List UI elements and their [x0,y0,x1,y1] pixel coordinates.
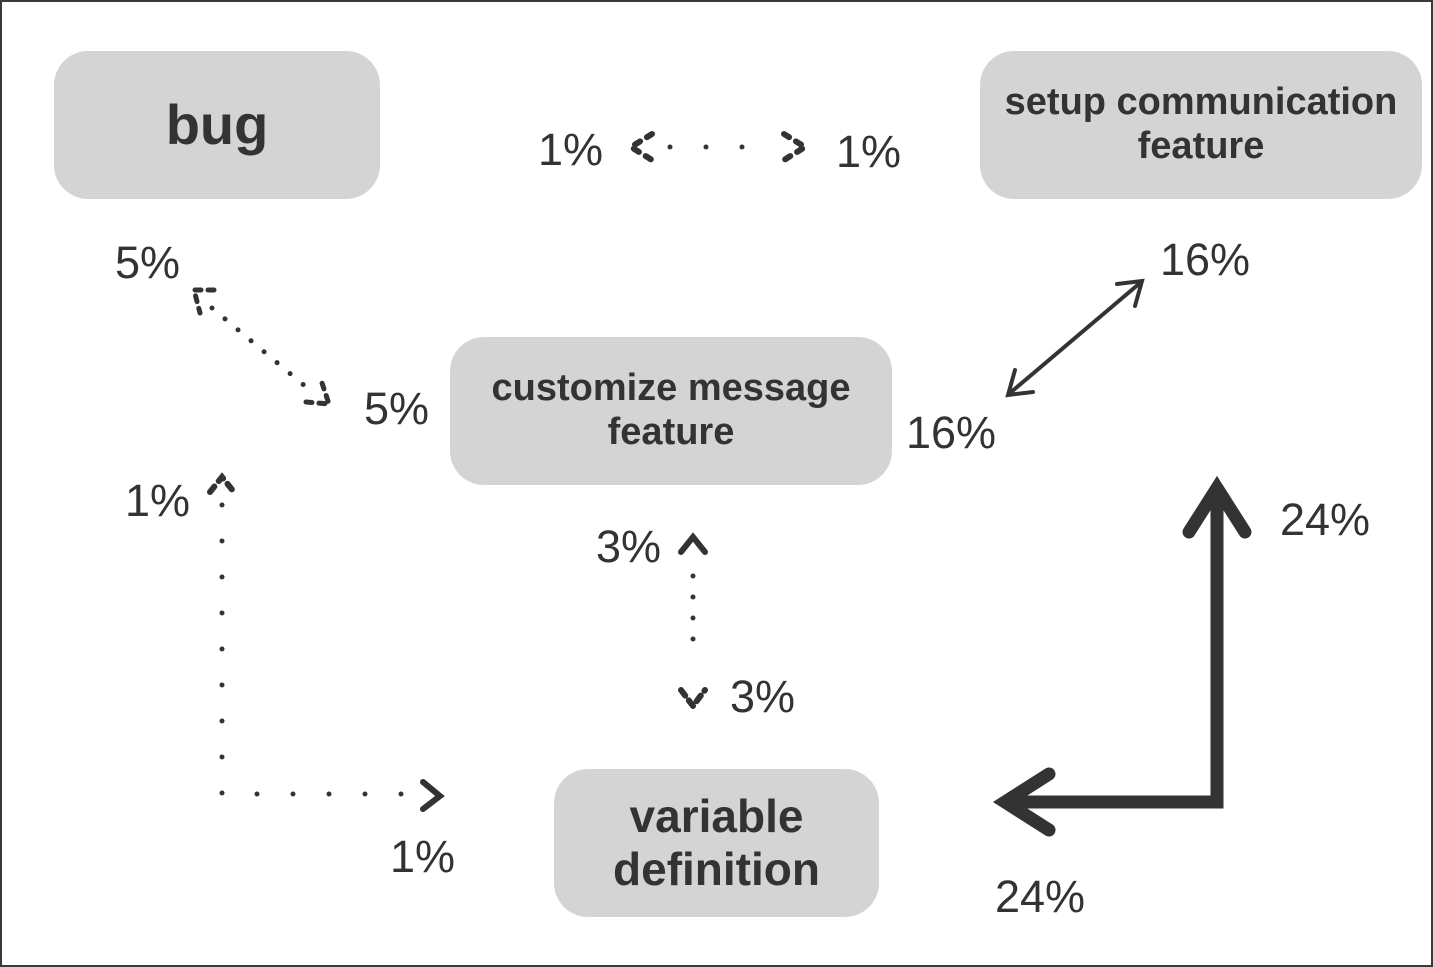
edge-bug-variable-definition [207,472,445,812]
edge-variable-setup-communication [992,475,1252,837]
label-variable-customize-to: 3% [596,521,662,572]
edge-bug-customize-message [190,287,333,407]
label-bug-setup-from: 1% [538,124,604,175]
label-setup-customize-to: 16% [906,407,997,458]
node-variable-definition-line-2: definition [613,843,820,895]
node-setup-communication-feature-text: setup communication feature [1005,81,1398,168]
node-bug-label: bug [165,92,269,156]
node-bug: bug [54,51,380,199]
label-setup-customize-from: 16% [1160,234,1251,285]
node-setup-communication-line-2: feature [1137,125,1265,167]
node-variable-definition: variable definition [554,769,879,917]
node-customize-message-feature: customize message feature [450,337,892,485]
node-setup-communication-feature: setup communication feature [980,51,1422,199]
node-customize-message-line-1: customize message [491,367,851,410]
edge-variable-customize-message [678,532,708,711]
node-setup-communication-line-1: setup communication [1004,81,1398,124]
label-variable-customize-from: 3% [730,671,796,722]
node-customize-message-line-2: feature [607,411,735,453]
edge-bug-setup-communication [625,131,811,163]
node-customize-message-feature-text: customize message feature [491,367,850,454]
node-variable-definition-text: variable definition [613,790,820,896]
node-variable-definition-line-1: variable [629,790,804,843]
edge-setup-communication-customize-message [1005,278,1145,398]
label-bug-customize-to: 5% [364,383,430,434]
label-bug-setup-to: 1% [836,126,902,177]
label-bug-customize-from: 5% [115,237,181,288]
label-variable-setup-from: 24% [995,871,1086,922]
label-bug-variable-to: 1% [390,831,456,882]
label-bug-variable-from: 1% [125,475,191,526]
label-variable-setup-to: 24% [1280,494,1371,545]
